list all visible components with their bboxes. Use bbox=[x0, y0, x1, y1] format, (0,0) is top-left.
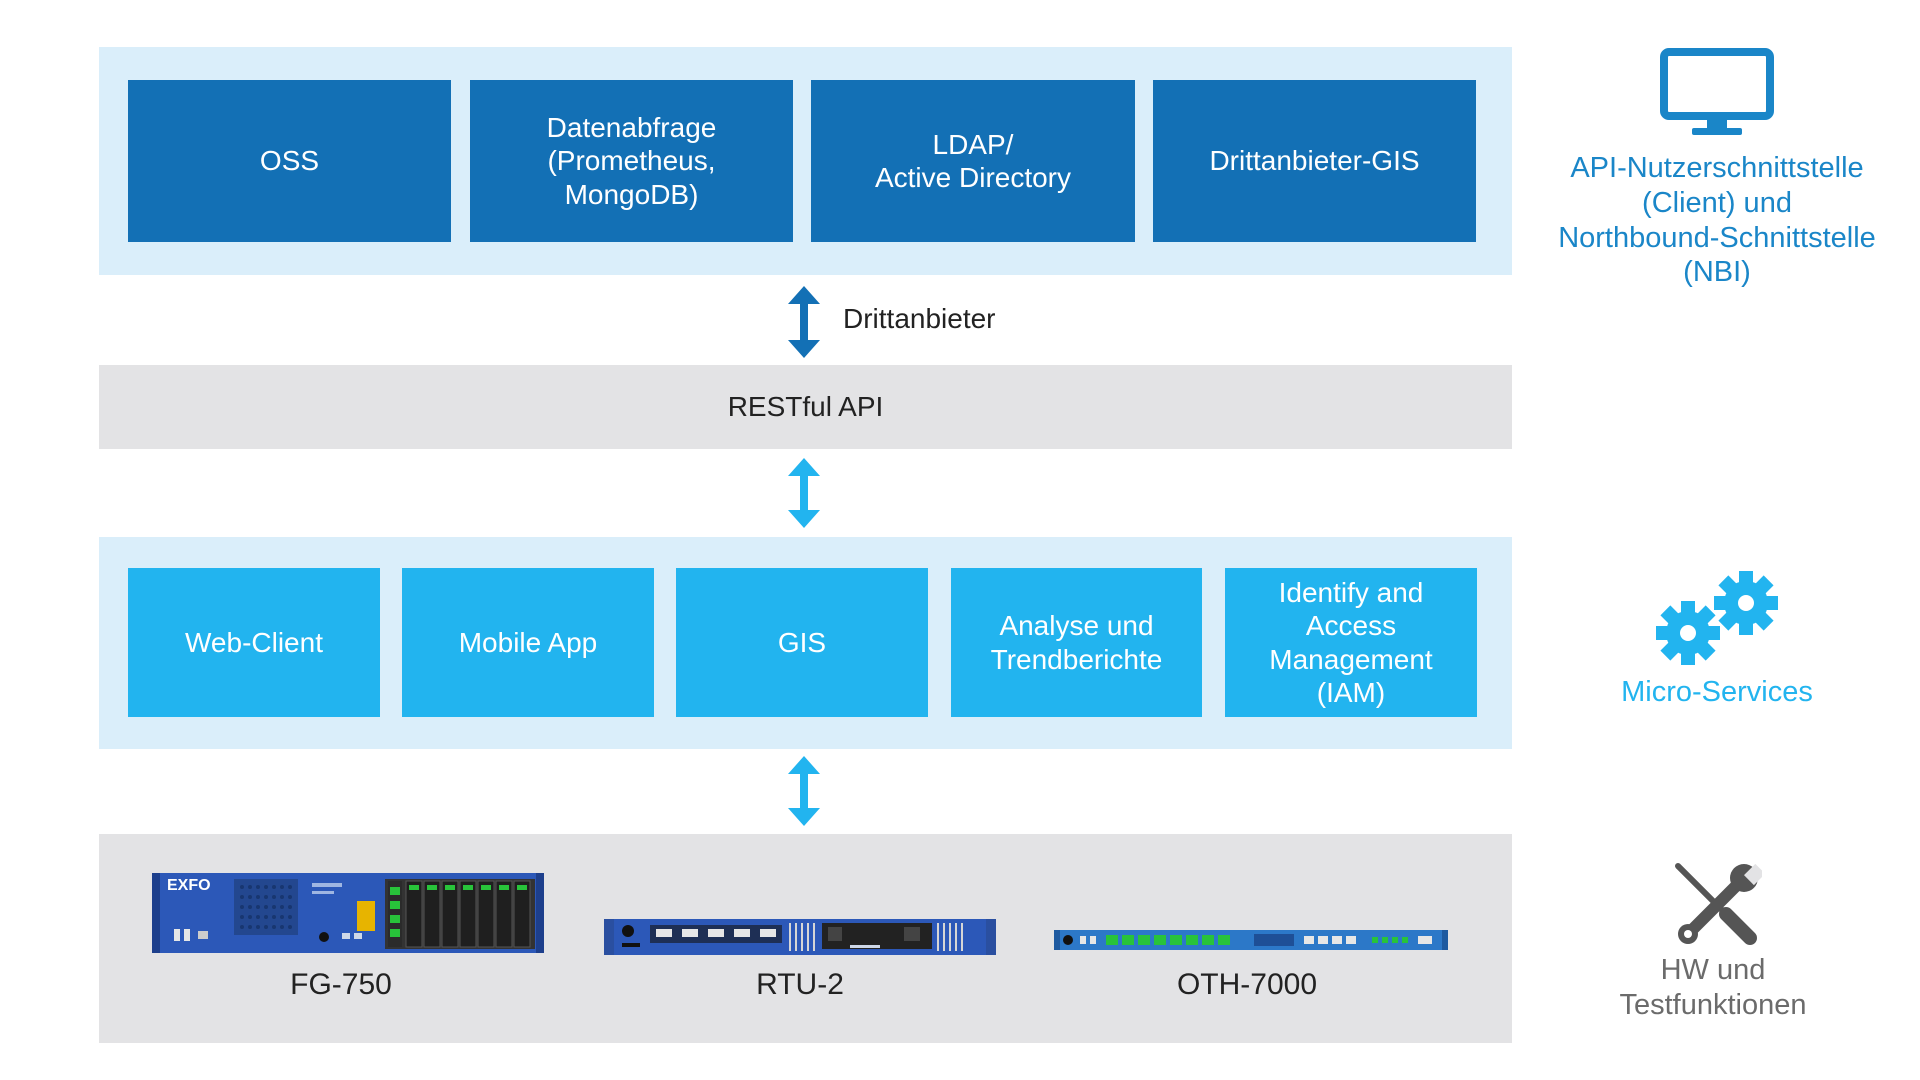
rtu-2-device-image bbox=[604, 919, 996, 955]
rtu-2-label: RTU-2 bbox=[756, 968, 844, 1001]
third-party-gis-box: Drittanbieter-GIS bbox=[1153, 80, 1476, 242]
double-arrow-vertical-icon bbox=[786, 458, 822, 528]
hw-side-label: HW und Testfunktionen bbox=[1619, 954, 1807, 1021]
iam-box: Identify and Access Management (IAM) bbox=[1225, 568, 1477, 717]
double-arrow-vertical-icon bbox=[786, 286, 822, 358]
web-client-box: Web-Client bbox=[128, 568, 380, 717]
micro-services-label: Micro-Services bbox=[1621, 676, 1813, 708]
data-query-box: Datenabfrage (Prometheus, MongoDB) bbox=[470, 80, 793, 242]
ldap-box: LDAP/ Active Directory bbox=[811, 80, 1135, 242]
double-arrow-vertical-icon bbox=[786, 756, 822, 826]
api-side-label: API-Nutzerschnittstelle (Client) und Nor… bbox=[1558, 152, 1876, 289]
oth-7000-label: OTH-7000 bbox=[1176, 968, 1318, 1001]
fg-750-label: FG-750 bbox=[290, 968, 392, 1001]
oss-box: OSS bbox=[128, 80, 451, 242]
third-party-label: Drittanbieter bbox=[843, 303, 996, 334]
mobile-app-box: Mobile App bbox=[402, 568, 654, 717]
tools-icon bbox=[1672, 860, 1762, 946]
restful-api-panel: RESTful API bbox=[99, 365, 1512, 449]
gears-icon bbox=[1650, 569, 1782, 669]
gis-box: GIS bbox=[676, 568, 928, 717]
exfo-logo: EXFO bbox=[167, 877, 211, 894]
restful-api-label: RESTful API bbox=[727, 391, 884, 422]
fg-750-device-image bbox=[152, 873, 544, 953]
monitor-icon bbox=[1660, 48, 1774, 138]
oth-7000-device-image bbox=[1054, 930, 1448, 950]
analytics-box: Analyse und Trendberichte bbox=[951, 568, 1202, 717]
